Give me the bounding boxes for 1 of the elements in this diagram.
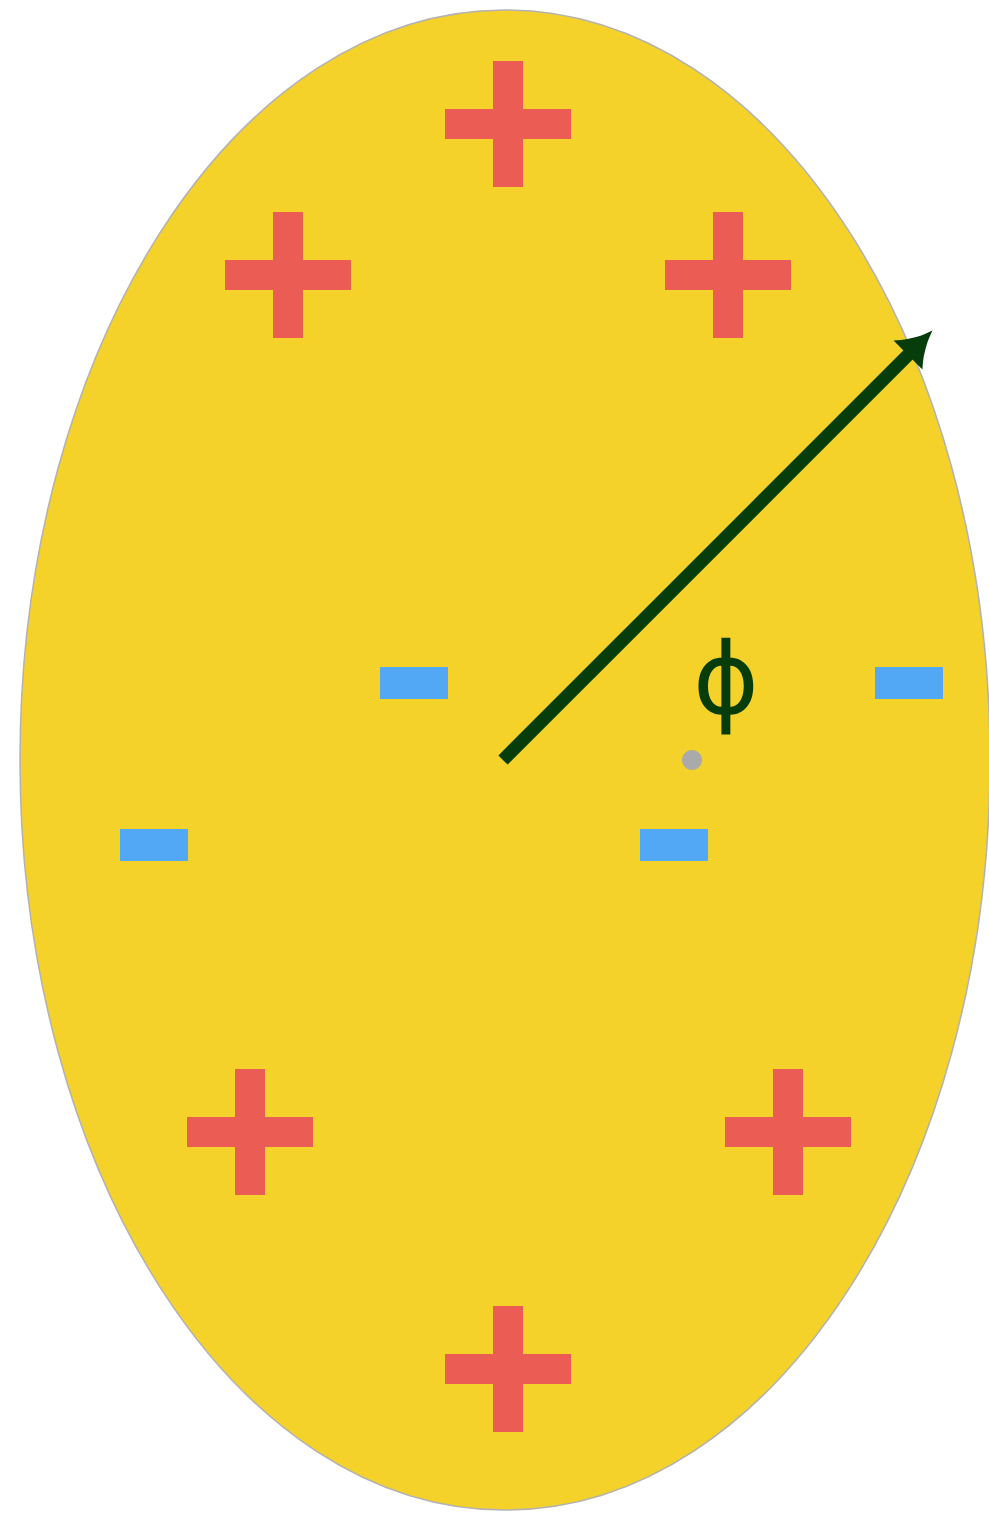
angle-label: ϕ [698, 637, 754, 735]
